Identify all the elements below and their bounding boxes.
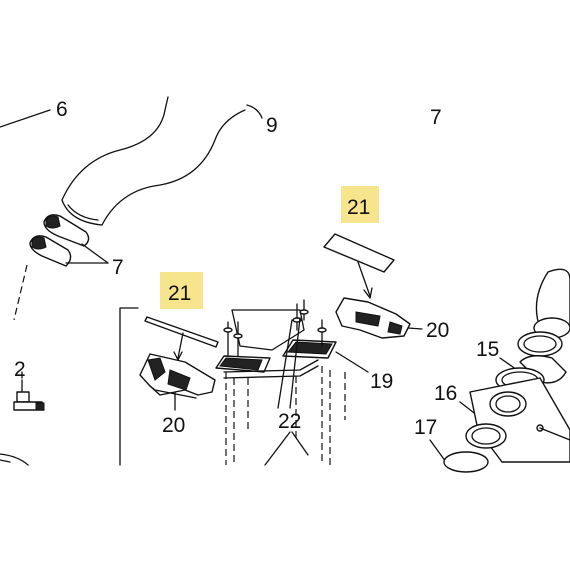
label-19: 19 [370,370,393,393]
sensor-part [13,379,45,411]
label-20-left: 20 [162,414,185,437]
bracket-left [119,307,139,466]
gasket-frame [231,309,305,351]
leader-17 [429,439,447,463]
label-15: 15 [476,338,499,361]
clamp-lower [29,235,72,267]
label-21-left: 21 [168,282,191,305]
label-21-right: 21 [347,196,370,219]
boot-assembly-right [443,268,570,473]
edge-part-bottom-left [0,453,29,466]
leader-21-right [357,261,371,297]
edge-part-bottom-left-b [0,459,11,463]
clamp-upper [43,214,90,247]
leader-22-down-a [264,431,291,466]
label-2: 2 [14,358,26,381]
gasket-strip-left [144,316,219,348]
reed-plate-right [282,339,337,359]
gasket-plate-right [323,233,395,273]
leader-21-left [177,332,184,359]
label-22: 22 [278,410,301,433]
label-7-left: 7 [112,256,124,279]
label-17: 17 [414,416,437,439]
label-9: 9 [266,114,278,137]
leader-6 [0,109,51,128]
leader-7-left-a [81,243,109,264]
leader-19 [335,351,369,373]
reed-plate-left [215,355,319,379]
label-7-top: 7 [430,106,442,129]
hose-part [61,96,246,226]
leader-9 [246,104,263,119]
leader-22-b [289,317,301,409]
highlight-21-right [341,186,379,223]
label-20-right: 20 [426,319,449,342]
dashed-guides-center [225,366,346,465]
bolts [223,299,327,357]
leader-22-a [277,319,293,409]
leader-22-down-b [291,431,309,456]
leader-20-right [407,327,423,330]
highlight-21-left [160,272,203,309]
label-6: 6 [56,98,68,121]
label-16: 16 [434,382,457,405]
bracket-block-left [139,353,216,399]
bracket-block-right [335,297,411,339]
dashed-guide-left [13,264,28,321]
